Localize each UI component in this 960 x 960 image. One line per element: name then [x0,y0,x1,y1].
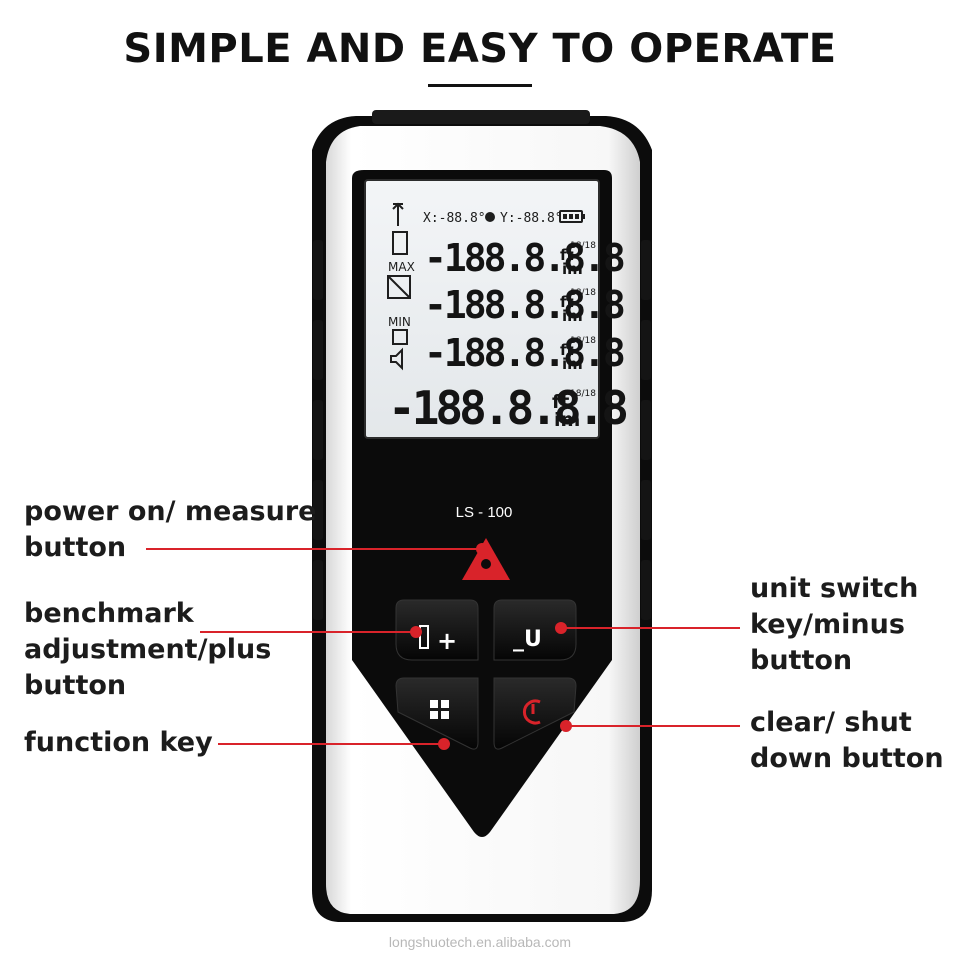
bluetooth-icon [485,212,495,222]
leader-dot-power [476,543,488,555]
function-button[interactable] [395,677,479,750]
lcd-max-label: MAX [388,260,415,274]
clear-shutdown-button[interactable] [493,677,577,750]
callout-line: unit switch [750,573,919,604]
callout-line: clear/ shut [750,707,912,738]
lcd-y-angle: Y:-88.8° [500,211,563,226]
lcd-readings: -188.8.8.8 -188.8.8.8 -188.8.8.8 -188.8.… [388,236,630,435]
lcd-unit-ft-2: ft [560,293,574,311]
lcd-unit-im-main: im [554,409,580,431]
callout-line: button [24,670,127,701]
callout-unit-switch-minus: unit switch key/minus button [750,571,918,679]
callout-line: button [750,645,853,676]
callout-function-key: function key [24,725,213,761]
plus-symbol: + [437,627,457,655]
lcd-reading-2: -188.8.8.8 [424,283,624,327]
measure-button[interactable] [462,538,510,580]
right-grip [641,240,651,620]
benchmark-icon [419,625,429,649]
leader-dot-clear [560,720,572,732]
lcd-unit-ft-main: ft [552,391,569,413]
grid-icon [430,700,449,719]
lcd-min-label: MIN [388,315,411,329]
lcd-units: ft im ft im ft im ft im [552,246,583,431]
watermark: longshuotech.en.alibaba.com [388,934,572,950]
unit-switch-symbol: _U [513,627,542,652]
callout-clear-shutdown: clear/ shut down button [750,705,944,777]
callout-benchmark-plus: benchmark adjustment/plus button [24,596,271,704]
laser-icon [481,559,491,569]
lcd-unit-ft-1: ft [560,246,574,264]
device-top-cap [372,110,590,124]
callout-line: key/minus [750,609,905,640]
lcd-reading-1: -188.8.8.8 [424,236,624,280]
callout-line: function key [24,727,213,758]
lcd-unit-im-3: im [562,355,583,373]
leader-line-function [218,743,444,745]
lcd-fraction-main: 18/18 [570,389,596,399]
lcd-unit-ft-3: ft [560,341,574,359]
lcd-screen [364,179,600,439]
callout-line: down button [750,743,944,774]
callout-line: benchmark [24,598,194,629]
lcd-fraction-1: 18/18 [570,241,596,251]
benchmark-plus-button[interactable]: + [395,599,479,661]
page-title: SIMPLE AND EASY TO OPERATE [123,26,837,72]
leader-line-unit [560,627,740,629]
leader-dot-unit [555,622,567,634]
area-volume-icon [387,275,411,299]
lcd-fraction-3: 18/18 [570,336,596,346]
battery-icon [559,210,585,223]
lcd-mode-icons [387,231,411,371]
lcd-status-row: X:-88.8° Y:-88.8° [392,202,585,226]
callout-line: power on/ measure [24,496,317,527]
lcd-reading-main: -188.8.8.8 [388,381,626,435]
leader-line-power [146,548,480,550]
reference-icon [392,231,408,255]
memory-icon [392,329,408,345]
callout-power-measure: power on/ measure button [24,494,316,566]
model-label: LS - 100 [456,504,513,521]
left-grip [313,240,323,620]
lcd-fractions: 18/18 18/18 18/18 18/18 [570,241,596,399]
lcd-unit-im-1: im [562,260,583,278]
lcd-reading-3: -188.8.8.8 [424,331,624,375]
laser-up-icon [392,202,404,226]
callout-line: button [24,532,127,563]
title-underline [428,84,532,87]
leader-dot-benchmark [410,626,422,638]
callout-line: adjustment/plus [24,634,272,665]
lcd-fraction-2: 18/18 [570,288,596,298]
lcd-unit-im-2: im [562,307,583,325]
leader-line-clear [566,725,740,727]
power-icon [522,699,541,725]
lcd-x-angle: X:-88.8° [423,211,486,226]
unit-minus-button[interactable]: _U [493,599,577,661]
leader-dot-function [438,738,450,750]
leader-line-benchmark [200,631,412,633]
mute-icon [390,347,403,371]
